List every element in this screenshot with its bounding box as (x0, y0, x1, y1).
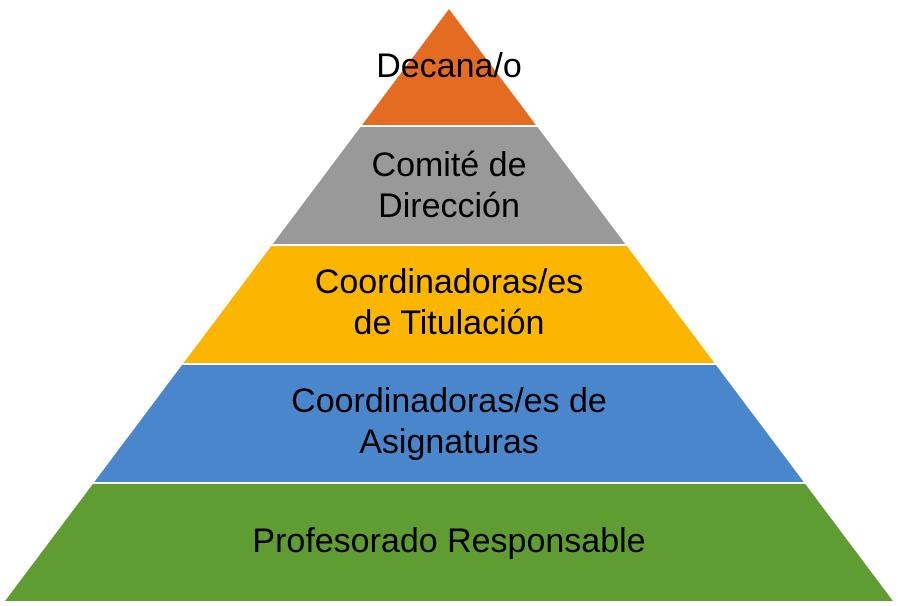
tier-4-asignaturas-shape (94, 365, 804, 482)
tier-5-profesorado-shape (5, 484, 893, 601)
tier-2-comite-shape (272, 127, 626, 244)
tier-1-decana-shape (362, 9, 536, 125)
tier-3-titulacion-shape (183, 246, 715, 363)
